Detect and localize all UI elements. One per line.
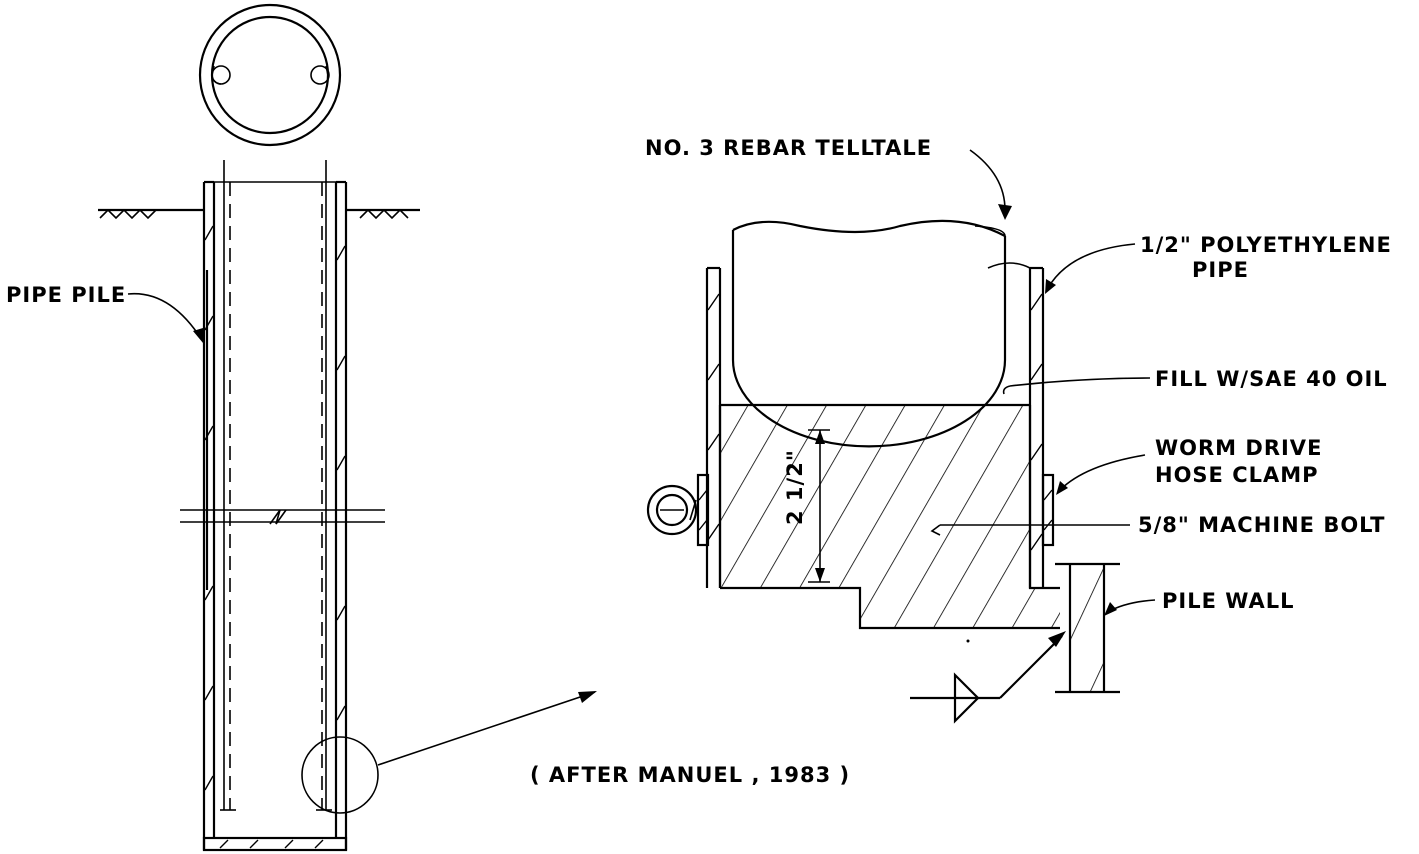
dimension-2-1-2-inch: 2 1/2": [783, 429, 830, 583]
machine-bolt-label: 5/8" MACHINE BOLT: [1138, 513, 1385, 537]
plan-telltale-right: [310, 65, 330, 85]
pile-tip-plate: [202, 836, 348, 852]
hose-clamp-label-line2: HOSE CLAMP: [1155, 463, 1319, 487]
polyethylene-pipe-label-line1: 1/2" POLYETHYLENE: [1140, 233, 1392, 257]
leader-lines: [930, 149, 1156, 616]
hose-clamp: [646, 473, 1055, 547]
dimension-label: 2 1/2": [783, 449, 807, 525]
ground-surface-left: [98, 208, 204, 220]
hose-clamp-label-line1: WORM DRIVE: [1155, 436, 1322, 460]
detail-callout-circle: [301, 736, 379, 814]
machine-bolt: [718, 405, 1060, 630]
break-line: [180, 509, 385, 525]
pipe-pile-label: PIPE PILE: [6, 283, 126, 307]
polyethylene-pipe-label-line2: PIPE: [1192, 258, 1249, 282]
poly-pipe-right-wall: [1028, 266, 1045, 588]
fill-oil-label: FILL W/SAE 40 OIL: [1155, 367, 1388, 391]
pile-wall-hatching: [204, 225, 346, 791]
ground-surface-right: [345, 208, 420, 220]
citation: ( AFTER MANUEL , 1983 ): [530, 763, 850, 787]
telltale-rod-left: [220, 160, 236, 811]
telltale-rod-right: [316, 160, 332, 811]
pipe-pile-elevation: PIPE PILE: [6, 160, 597, 852]
plan-view: [198, 3, 342, 147]
weld-symbol: [910, 631, 1066, 724]
rebar-telltale-label: NO. 3 REBAR TELLTALE: [645, 136, 932, 160]
telltale-tip-detail: 2 1/2" NO. 3 REBAR TELLTALE 1/2" POLYET: [205, 136, 1392, 724]
pile-wall-section: [1055, 562, 1120, 694]
plan-telltale-left: [211, 65, 231, 85]
pile-wall-label: PILE WALL: [1162, 589, 1294, 613]
